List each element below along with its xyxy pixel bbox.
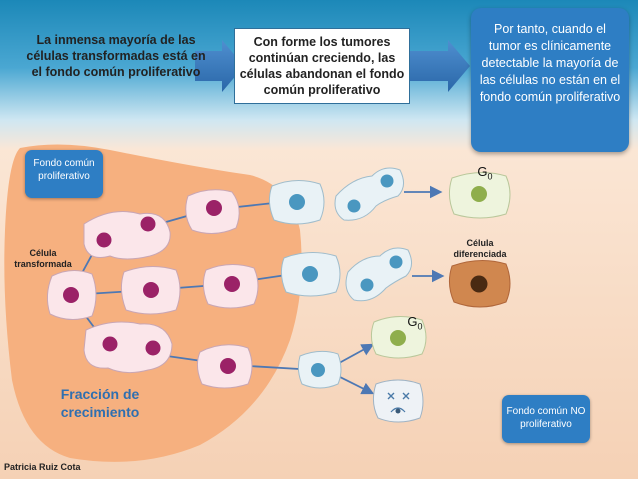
right-statement-box: Por tanto, cuando el tumor es clínicamen…: [471, 8, 629, 152]
dead-cell-icon: [372, 379, 424, 423]
cell-dividing-bottom: [83, 321, 173, 374]
cell-dividing-top: [83, 211, 171, 260]
proliferative-pool-label: Fondo común proliferativo: [25, 150, 103, 198]
author-credit: Patricia Ruiz Cota: [4, 462, 81, 472]
differentiated-cell-label: Célula diferenciada: [453, 238, 507, 259]
differentiated-nucleus: [470, 275, 488, 293]
transformed-cell-label: Célula transformada: [14, 248, 72, 269]
arrow-right-icon: [403, 40, 470, 92]
cell-leaving-top-dividing: [334, 167, 404, 221]
growth-fraction-label: Fracción de crecimiento: [60, 386, 140, 420]
g0-label-bottom: G0: [407, 314, 423, 332]
leaving-nuclei: [289, 174, 403, 377]
g0-nuclei: [390, 186, 487, 346]
lineage-arrows: [329, 185, 445, 395]
cell-leaving-middle-dividing: [345, 247, 412, 302]
g0-label-top: G0: [477, 164, 493, 182]
middle-statement-box: Con forme los tumores continúan creciend…: [234, 28, 410, 104]
left-statement: La inmensa mayoría de las células transf…: [26, 33, 206, 79]
non-proliferative-pool-label: Fondo común NO proliferativo: [502, 395, 590, 443]
proliferating-nuclei: [63, 200, 240, 374]
arrow-right-icon: [195, 40, 244, 92]
